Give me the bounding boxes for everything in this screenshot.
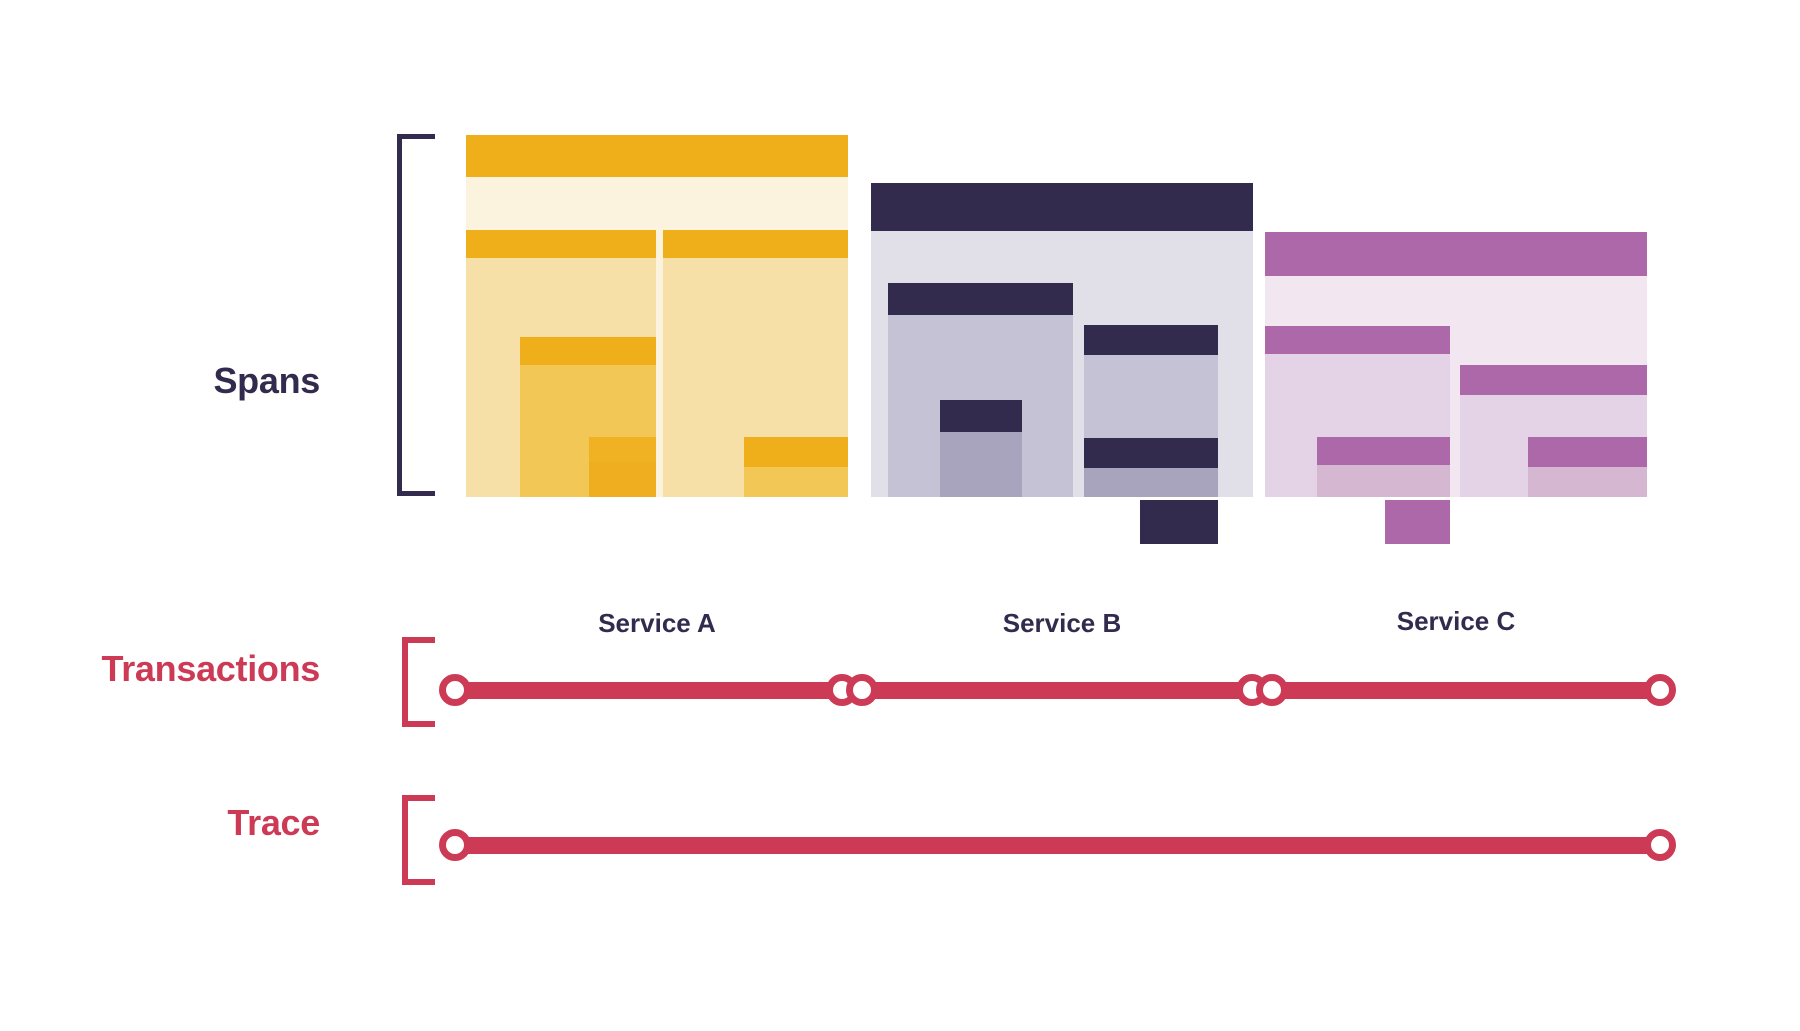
service-caption-service-b: Service B	[1002, 608, 1122, 638]
spans-bracket	[397, 134, 435, 496]
trace-span-node-start[interactable]	[439, 829, 471, 861]
span-head-b-c2b	[1140, 500, 1218, 544]
span-head-a-c2a	[744, 437, 848, 467]
span-head-c-c2	[1460, 365, 1647, 395]
transaction-service-b-line[interactable]	[862, 681, 1252, 699]
transaction-service-a-line[interactable]	[455, 681, 842, 699]
span-head-c-c1	[1265, 326, 1450, 354]
span-b-c1a[interactable]	[940, 400, 1022, 497]
span-head-a-c1a	[520, 337, 656, 365]
span-head-b-c2	[1084, 325, 1218, 355]
span-head-a-c1b	[589, 437, 656, 462]
trace-span-line[interactable]	[455, 836, 1660, 854]
service-caption-service-c: Service C	[1396, 606, 1516, 636]
span-a-c1b[interactable]	[589, 437, 656, 497]
span-head-a-c2	[663, 230, 848, 258]
span-head-b-root	[871, 183, 1253, 231]
service-group-service-c	[1265, 232, 1647, 544]
spans-row-label: Spans	[213, 360, 320, 401]
transaction-service-c-line[interactable]	[1272, 681, 1660, 699]
span-head-c-c1a	[1317, 437, 1450, 465]
transaction-service-b-node-start[interactable]	[846, 674, 878, 706]
span-b-c2a[interactable]	[1084, 438, 1218, 497]
span-head-b-c1	[888, 283, 1073, 315]
span-head-b-c1a	[940, 400, 1022, 432]
span-head-c-c2a	[1528, 437, 1647, 467]
span-c-c1b[interactable]	[1385, 500, 1450, 544]
transaction-service-c-node-start[interactable]	[1256, 674, 1288, 706]
span-head-c-c1b	[1385, 500, 1450, 544]
transactions-bracket	[402, 637, 435, 727]
service-group-service-b	[871, 183, 1253, 544]
span-b-c2b[interactable]	[1140, 500, 1218, 544]
span-a-c2a[interactable]	[744, 437, 848, 497]
transaction-service-c-node-end[interactable]	[1644, 674, 1676, 706]
service-caption-service-a: Service A	[598, 608, 716, 638]
trace-bracket	[402, 795, 435, 885]
service-group-service-a	[466, 135, 848, 497]
span-c-c1a[interactable]	[1317, 437, 1450, 497]
span-head-b-c2a	[1084, 438, 1218, 468]
spans-area: Service A Service B Service C	[466, 135, 1647, 638]
trace-span-node-end[interactable]	[1644, 829, 1676, 861]
span-head-a-c1	[466, 230, 656, 258]
span-head-c-root	[1265, 232, 1647, 276]
span-c-c2a[interactable]	[1528, 437, 1647, 497]
trace-row-label: Trace	[227, 802, 320, 843]
transactions-row-label: Transactions	[101, 648, 321, 689]
transaction-service-a-node-start[interactable]	[439, 674, 471, 706]
span-head-a-root	[466, 135, 848, 177]
